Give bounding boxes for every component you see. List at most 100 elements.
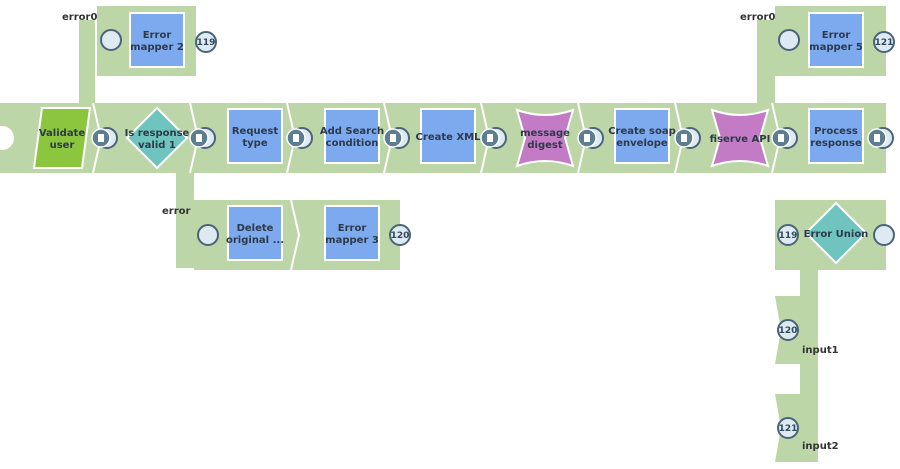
snap-message-digest-label-2: digest — [527, 140, 562, 151]
counter-em2-text: 119 — [197, 38, 216, 48]
pipeline-start-notch — [0, 126, 14, 150]
snap-delete-original[interactable]: Deleteoriginal ... — [226, 205, 284, 261]
document-icon — [778, 134, 784, 142]
snap-create-soap-envelope-box — [614, 108, 670, 164]
counter-union-in0-text: 119 — [779, 231, 798, 241]
snap-add-search-condition-label-2: condition — [326, 138, 379, 149]
output-port-6[interactable] — [674, 127, 701, 149]
port-label-input1: input1 — [802, 345, 839, 356]
snap-delete-original-label-2: original ... — [226, 235, 284, 246]
output-port-1[interactable] — [189, 127, 216, 149]
open-port-0[interactable] — [100, 29, 122, 51]
snap-error-mapper-5-box — [808, 12, 864, 68]
output-port-2[interactable] — [286, 127, 313, 149]
snap-request-type-label-1: Request — [232, 126, 278, 137]
snap-delete-original-label-1: Delete — [237, 223, 274, 234]
snap-error-union-label-1: Error Union — [804, 229, 869, 240]
snap-message-digest-box — [515, 108, 575, 168]
port-label-error0-left: error0 — [62, 12, 97, 23]
snap-fiserve-api-label-1: fiserve API — [710, 134, 771, 145]
document-icon — [98, 134, 104, 142]
snap-create-soap-envelope-label-2: envelope — [616, 138, 668, 149]
pipe-stem-2 — [176, 170, 194, 268]
counter-union-input1: 120 — [777, 319, 799, 341]
document-icon — [390, 134, 396, 142]
counter-em3-text: 120 — [391, 231, 410, 241]
counter-union-input0: 119 — [777, 224, 799, 246]
snap-request-type-label-2: type — [242, 138, 267, 149]
document-icon — [584, 134, 590, 142]
snap-error-mapper-5-label-1: Error — [822, 30, 851, 41]
pipe-stem-0 — [79, 20, 95, 110]
ports — [91, 29, 895, 246]
snap-is-response-valid-box — [125, 106, 189, 170]
port-label-error0-right: error0 — [740, 12, 775, 23]
open-port-2[interactable] — [197, 224, 219, 246]
counter-union-in1-text: 120 — [779, 326, 798, 336]
snap-delete-original-box — [227, 205, 283, 261]
output-port-4[interactable] — [480, 127, 507, 149]
snap-add-search-condition-label-1: Add Search — [320, 126, 384, 137]
snap-error-mapper-2-label-2: mapper 2 — [130, 42, 184, 53]
document-icon — [487, 134, 493, 142]
document-icon — [293, 134, 299, 142]
counter-union-input2: 121 — [777, 417, 799, 439]
snap-is-response-valid-label-2: valid 1 — [138, 140, 176, 151]
output-port-0[interactable] — [91, 127, 118, 149]
counter-union-in2-text: 121 — [779, 424, 798, 434]
snap-error-mapper-3-label-1: Error — [338, 223, 367, 234]
snap-validate-user-label-2: user — [50, 140, 75, 151]
counter-error-mapper-2: 119 — [195, 31, 217, 53]
pipe-stem-1 — [757, 20, 775, 110]
document-icon — [681, 134, 687, 142]
snap-error-mapper-2-label-1: Error — [143, 30, 172, 41]
snap-error-union[interactable]: Error Union — [804, 201, 869, 265]
snap-message-digest-label-1: message — [520, 128, 570, 139]
pipe-separator-error-row — [290, 199, 301, 271]
snap-validate-user-label-1: Validate — [39, 128, 85, 139]
snap-request-type-box — [227, 108, 283, 164]
snap-error-mapper-3-label-2: mapper 3 — [325, 235, 379, 246]
snap-fiserve-api[interactable]: fiserve API — [710, 108, 771, 168]
snap-create-xml-label-1: Create XML — [416, 132, 482, 143]
snap-process-response-label-2: response — [810, 138, 862, 149]
snap-error-union-box — [804, 201, 868, 265]
snap-process-response-label-1: Process — [814, 126, 858, 137]
snap-fiserve-api-box — [710, 108, 770, 168]
counter-error-mapper-3: 120 — [389, 224, 411, 246]
counter-error-mapper-5: 121 — [873, 31, 895, 53]
snap-is-response-valid-label-1: Is response — [125, 128, 190, 139]
document-icon — [196, 134, 202, 142]
port-label-input2: input2 — [802, 441, 839, 452]
document-icon — [874, 134, 880, 142]
snap-create-xml[interactable]: Create XML — [416, 108, 482, 164]
snap-error-mapper-5-label-2: mapper 5 — [809, 42, 863, 53]
counter-em5-text: 121 — [875, 38, 894, 48]
port-label-error: error — [162, 206, 191, 217]
output-port-8[interactable] — [867, 127, 894, 149]
pipe-connectors — [0, 6, 886, 462]
snap-create-soap-envelope-label-1: Create soap — [608, 126, 676, 137]
output-port-3[interactable] — [383, 127, 410, 149]
output-port-7[interactable] — [771, 127, 798, 149]
snap-error-mapper-3-box — [324, 205, 380, 261]
open-port-3[interactable] — [873, 224, 895, 246]
snap-error-mapper-2-box — [129, 12, 185, 68]
snap-process-response-box — [808, 108, 864, 164]
snap-create-xml-box — [420, 108, 476, 164]
snap-validate-user-box — [32, 107, 92, 169]
output-port-5[interactable] — [577, 127, 604, 149]
open-port-1[interactable] — [778, 29, 800, 51]
